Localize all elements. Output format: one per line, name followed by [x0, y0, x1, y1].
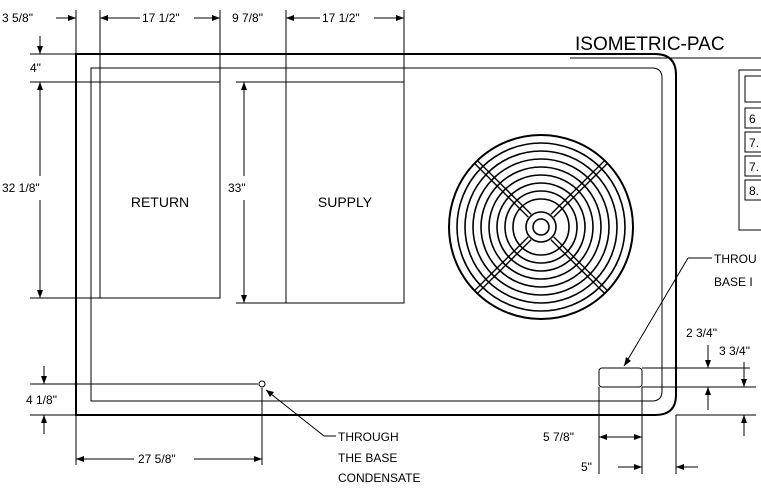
arrow: [212, 15, 220, 21]
return-opening: [99, 81, 221, 299]
arrow: [741, 379, 747, 387]
arrow: [286, 15, 294, 21]
drawing-title: ISOMETRIC-PAC: [575, 34, 725, 55]
dim-knockout-x2: 5": [581, 460, 592, 474]
arrow: [634, 434, 642, 440]
callout-condensate-line3: CONDENSATE: [338, 471, 420, 485]
dim-knockout-x1: 5 7/8": [543, 430, 574, 444]
arrow: [266, 390, 274, 397]
spec-table: [738, 69, 761, 231]
fan-grille-spoke: [550, 160, 606, 215]
arrow: [676, 464, 684, 470]
arrow: [241, 295, 247, 303]
spec-table-cell: [744, 107, 761, 129]
fan-grille-ring: [472, 158, 610, 296]
return-label: RETURN: [131, 194, 189, 210]
fan-grille-ring: [448, 134, 634, 320]
fan-grille-spoke: [474, 162, 529, 218]
dim-bottom-offset: 4 1/8": [26, 393, 57, 407]
fan-grille-ring: [480, 166, 602, 288]
fan-grille-spoke: [553, 236, 608, 292]
leader-line: [265, 389, 325, 437]
fan-grille-ring: [464, 150, 618, 304]
fan-grille-spoke: [476, 160, 532, 215]
arrow: [41, 415, 47, 423]
arrow: [41, 376, 47, 384]
arrow: [37, 82, 43, 90]
spec-table-row-label: 6: [749, 112, 756, 126]
arrow: [634, 464, 642, 470]
spec-table-cell: [744, 131, 761, 153]
unit-inner-outline: [90, 67, 663, 402]
dim-gap-between: 9 7/8": [232, 11, 263, 25]
arrow: [241, 82, 247, 90]
spec-table-rows: 6 7. 7. 8.: [744, 107, 761, 201]
fan-grille-spoke: [553, 162, 608, 218]
spec-table-row-label: 8.: [749, 184, 759, 198]
arrow: [705, 387, 711, 395]
supply-label: SUPPLY: [318, 194, 373, 210]
arrow: [396, 15, 404, 21]
dim-knockout-height: 2 3/4": [686, 326, 717, 340]
fan-hub-inner: [532, 218, 550, 236]
spec-table-row-label: 7.: [749, 160, 759, 174]
condenser-fan-grille: [448, 134, 634, 320]
leader-line: [623, 257, 689, 367]
arrow: [741, 415, 747, 423]
arrow: [100, 15, 108, 21]
arrow: [37, 290, 43, 298]
fan-grille-ring: [512, 198, 570, 256]
fan-grille-ring: [504, 190, 578, 264]
spec-table-header-cell: [744, 75, 761, 103]
arrow: [624, 357, 631, 366]
callout-condensate-line1: THROUGH: [338, 430, 399, 444]
fan-grille-spoke: [474, 236, 529, 292]
dim-return-height: 32 1/8": [2, 181, 40, 195]
dim-knockout-offset: 3 3/4": [719, 344, 750, 358]
arrow: [76, 456, 84, 462]
fan-grille-ring: [456, 142, 626, 312]
dim-return-width: 17 1/2": [142, 11, 180, 25]
callout-condensate-line2: THE BASE: [338, 451, 397, 465]
arrow: [705, 360, 711, 368]
dim-supply-height: 33": [228, 181, 246, 195]
dim-top-offset: 4": [30, 61, 41, 75]
spec-table-cell: [744, 179, 761, 201]
dim-supply-width: 17 1/2": [322, 11, 360, 25]
arrow: [254, 456, 262, 462]
base-knockout: [598, 367, 643, 388]
fan-grille-spoke: [550, 239, 606, 294]
callout-knockout-line1: THROU: [714, 252, 757, 266]
spec-table-row-label: 7.: [749, 136, 759, 150]
fan-grille-spoke: [476, 239, 532, 294]
fan-grille-ring: [496, 182, 586, 272]
arrow: [37, 46, 43, 54]
arrow: [68, 15, 76, 21]
unit-outer-outline: [75, 53, 677, 416]
dim-top-left: 3 5/8": [2, 11, 33, 25]
supply-opening: [285, 81, 405, 304]
fan-grille-ring: [488, 174, 594, 280]
callout-knockout-line2: BASE I: [714, 275, 753, 289]
spec-table-cell: [744, 155, 761, 177]
dim-condensate-x: 27 5/8": [138, 452, 176, 466]
condensate-drain-hole: [258, 380, 266, 388]
arrow: [599, 434, 607, 440]
